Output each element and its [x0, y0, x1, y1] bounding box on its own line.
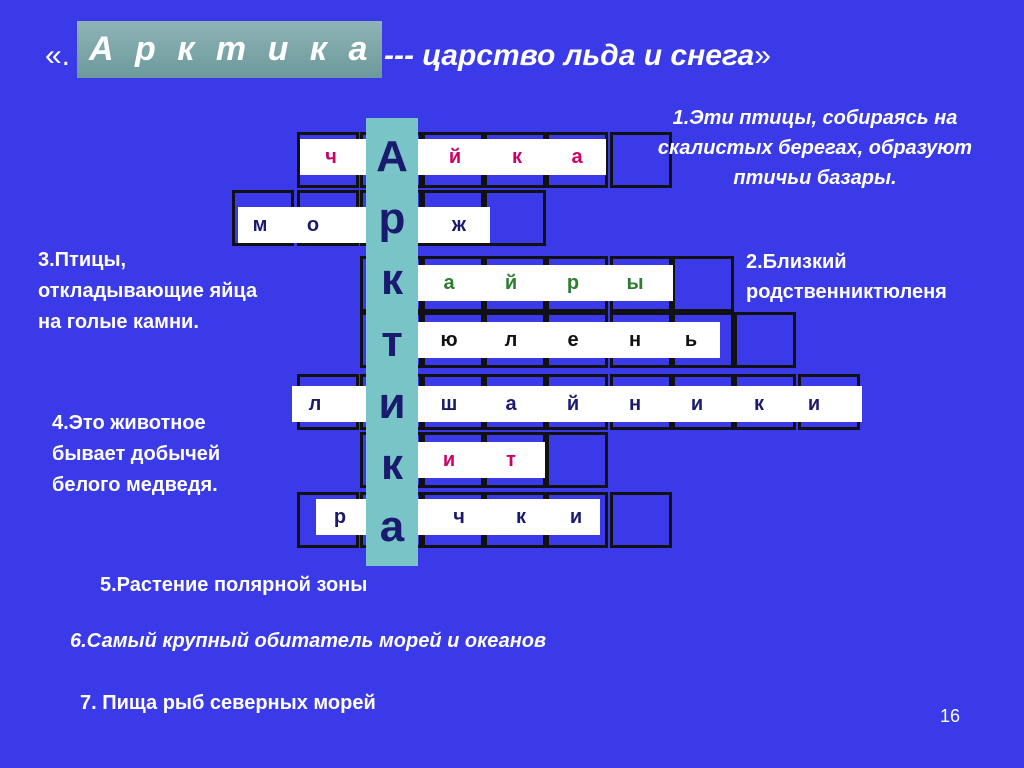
keyword-letter: А	[376, 131, 408, 181]
crossword-row-1: ч й к а	[300, 139, 606, 175]
keyword-letter: т	[381, 316, 403, 366]
cell: ь	[684, 328, 698, 351]
crossword-row-7: р ч к и	[316, 499, 600, 535]
grid-cell	[734, 312, 796, 368]
cell: т	[506, 448, 516, 471]
cell: к	[511, 145, 522, 168]
clue-2: 2.Близкий родственниктюленя	[746, 251, 947, 303]
clue-1: 1.Эти птицы, собираясь на скалистых бере…	[657, 107, 973, 189]
keyword-letter: а	[379, 502, 405, 552]
grid-cell	[546, 432, 608, 488]
keyword-letter: и	[378, 378, 406, 428]
cell: е	[567, 328, 579, 351]
cell: л	[504, 328, 518, 351]
cell: о	[306, 213, 320, 236]
clue-3: 3.Птицы, откладывающие яйца на голые кам…	[38, 249, 258, 333]
crossword-row-2: м о ж	[238, 207, 490, 243]
clue-6: 6.Самый крупный обитатель морей и океано…	[70, 630, 547, 652]
cell: р	[566, 271, 580, 294]
cell: м	[252, 213, 268, 236]
cell: л	[308, 392, 322, 415]
grid-cell	[484, 190, 546, 246]
cell: ш	[440, 392, 458, 415]
vertical-keyword-column: А р к т и к а	[366, 118, 418, 566]
cell: н	[628, 328, 642, 351]
cell: й	[504, 271, 518, 294]
cell: и	[690, 392, 704, 415]
crossword-row-6: и т	[418, 442, 545, 478]
keyword-letter: р	[378, 193, 406, 243]
cell: а	[571, 145, 583, 168]
clue-7: 7. Пища рыб северных морей	[80, 692, 376, 714]
grid-cell	[610, 132, 672, 188]
grid-cell	[610, 492, 672, 548]
crossword-row-4: ю л е н ь	[418, 322, 720, 358]
grid-cell	[672, 256, 734, 312]
cell: ж	[451, 213, 467, 236]
cell: и	[569, 505, 583, 528]
cell: й	[566, 392, 580, 415]
cell: ы	[626, 271, 644, 294]
crossword-row-3: а й р ы	[418, 265, 673, 301]
cell: н	[628, 392, 642, 415]
keyword-letter: к	[380, 440, 404, 490]
cell: к	[753, 392, 764, 415]
cell: ч	[453, 505, 465, 528]
page-number: 16	[940, 706, 961, 726]
cell: й	[448, 145, 462, 168]
title-close-quote: »	[754, 39, 771, 72]
title-arctic-box: А р к т и к а	[77, 21, 382, 78]
cell: и	[442, 448, 456, 471]
cell: р	[333, 505, 347, 528]
cell: а	[443, 271, 455, 294]
keyword-letter: к	[380, 255, 404, 305]
clue-5: 5.Растение полярной зоны	[100, 574, 368, 596]
cell: ю	[440, 328, 458, 351]
title-rest: --- царство льда и снега»	[384, 36, 771, 76]
cell: ч	[325, 145, 337, 168]
cell: к	[515, 505, 526, 528]
title-rest-text: --- царство льда и снега	[384, 39, 755, 72]
title-open-quote: «.	[45, 39, 71, 72]
cell: и	[807, 392, 821, 415]
cell: а	[505, 392, 517, 415]
clue-4: 4.Это животное бывает добычей белого мед…	[52, 412, 221, 496]
